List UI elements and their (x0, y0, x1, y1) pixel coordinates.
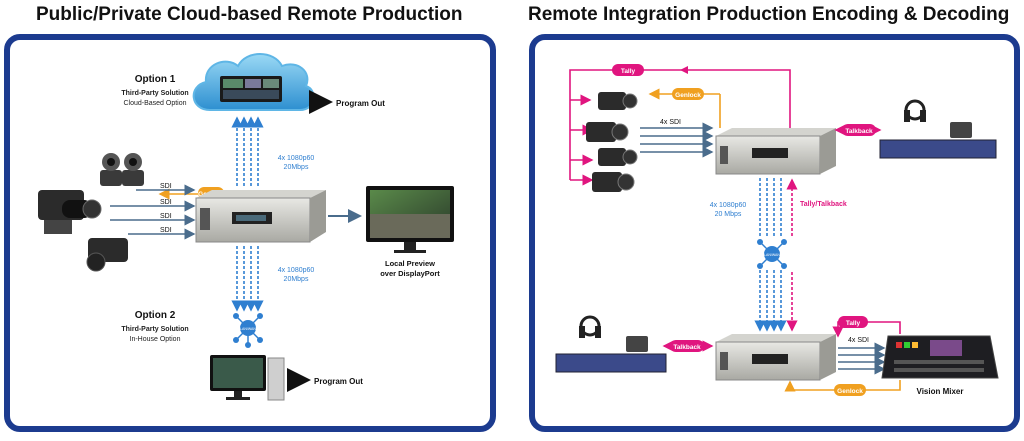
stream-right-line1: 4x 1080p60 (710, 202, 747, 209)
program-out-top: Program Out (336, 99, 385, 108)
lan-label-left: LAN/WAN (240, 327, 256, 331)
genlock-top-right: Genlock (675, 92, 701, 99)
camera-group-icon (586, 92, 638, 192)
encoder-top-device-icon (715, 128, 836, 175)
vision-mixer-icon (881, 335, 999, 379)
intercom-top-icon (879, 99, 997, 159)
stream-bottom-line2: 20Mbps (284, 276, 309, 283)
sdi-label-top: 4x SDI (660, 119, 681, 126)
left-panel-title: Public/Private Cloud-based Remote Produc… (36, 4, 463, 25)
decoder-device-icon (715, 334, 836, 381)
intercom-bottom-icon (555, 315, 667, 373)
tally-talkback-label: Tally/Talkback (800, 201, 847, 208)
program-out-bottom: Program Out (314, 377, 363, 386)
vision-mixer-label: Vision Mixer (917, 387, 964, 396)
ptz-camera-icon (100, 153, 144, 186)
option1-heading: Option 1 (135, 74, 176, 85)
network-hub-right-icon: LAN/WAN (757, 239, 787, 269)
cloud-icon (192, 53, 315, 111)
stream-right-line2: 20 Mbps (715, 211, 742, 218)
talkback-top: Talkback (845, 128, 873, 135)
broadcast-camera-icon (38, 190, 102, 234)
stream-top-line1: 4x 1080p60 (278, 155, 315, 162)
option1-line1: Third-Party Solution (121, 90, 188, 97)
preview-monitor-icon (366, 186, 454, 253)
preview-line1: Local Preview (385, 259, 435, 268)
encoder-device-icon (195, 190, 326, 243)
option1-line2: Cloud-Based Option (123, 100, 186, 107)
option2-heading: Option 2 (135, 310, 176, 321)
workstation-icon (210, 355, 285, 401)
stream-top-line2: 20Mbps (284, 164, 309, 171)
genlock-bottom-right: Genlock (837, 388, 863, 395)
stream-bottom-line1: 4x 1080p60 (278, 267, 315, 274)
network-hub-icon: LAN/WAN (233, 313, 263, 348)
sdi-label-2: SDI (160, 199, 172, 206)
tally-bottom: Tally (846, 320, 861, 327)
tally-top: Tally (621, 68, 636, 75)
talkback-bottom: Talkback (673, 344, 701, 351)
sdi-label-4: SDI (160, 227, 172, 234)
lan-label-right: LAN/WAN (764, 253, 780, 257)
preview-line2: over DisplayPort (380, 269, 440, 278)
sdi-label-bottom: 4x SDI (848, 337, 869, 344)
right-panel-title: Remote Integration Production Encoding &… (528, 4, 1010, 25)
camcorder-icon (86, 238, 128, 272)
option2-line2: In-House Option (130, 336, 181, 343)
sdi-label-3: SDI (160, 213, 172, 220)
sdi-label-1: SDI (160, 183, 172, 190)
option2-line1: Third-Party Solution (121, 326, 188, 333)
